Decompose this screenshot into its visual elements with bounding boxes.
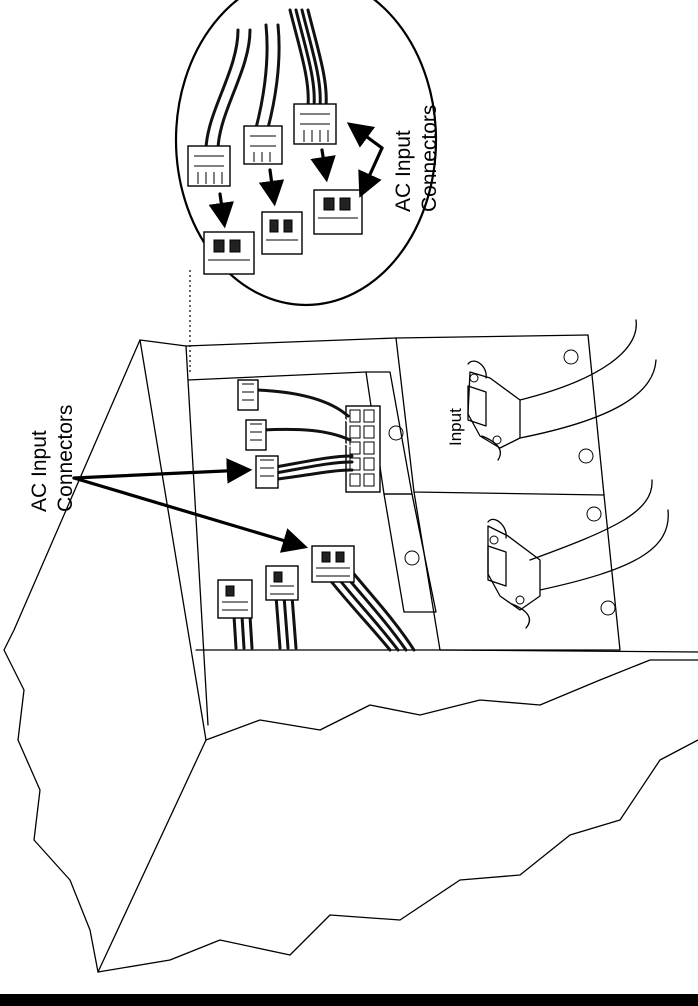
input-panel-lower (413, 491, 621, 651)
connector-receptacle-icon (217, 579, 253, 619)
input-cable-upper (467, 319, 657, 461)
inset-callout-line-2: Connectors (418, 105, 441, 212)
mounting-bar-lower (383, 493, 437, 613)
bottom-rule (0, 994, 698, 1006)
inset-wires (204, 8, 328, 150)
connector-receptacle-icon (313, 189, 363, 235)
connector-plug-icon (187, 145, 231, 187)
wires-upper (256, 388, 354, 482)
wires-lower (232, 572, 416, 652)
inset-callout-line-1: AC Input (392, 130, 415, 212)
connector-plug-icon (243, 125, 283, 165)
input-label: Input (446, 408, 465, 446)
connector-plug-icon (237, 379, 259, 411)
connector-plug-icon (293, 103, 337, 145)
main-callout: AC Input Connectors (28, 405, 309, 553)
main-callout-line-2: Connectors (54, 405, 77, 512)
ring-lug-icon (467, 360, 501, 461)
input-cable-lower (487, 479, 669, 629)
terminal-block-icon (345, 405, 381, 493)
connector-receptacle-icon (311, 545, 355, 583)
inset-detail: AC Input Connectors (174, 0, 441, 307)
connector-receptacle-icon (203, 231, 255, 275)
connector-plug-icon (245, 419, 267, 451)
ring-lug-icon (487, 518, 531, 629)
inset-arrows (208, 122, 384, 229)
input-panel-upper: Input (395, 334, 605, 496)
connector-plug-icon (255, 455, 279, 489)
main-callout-line-1: AC Input (28, 430, 51, 512)
connector-receptacle-icon (265, 565, 299, 601)
connector-receptacle-icon (261, 211, 303, 255)
